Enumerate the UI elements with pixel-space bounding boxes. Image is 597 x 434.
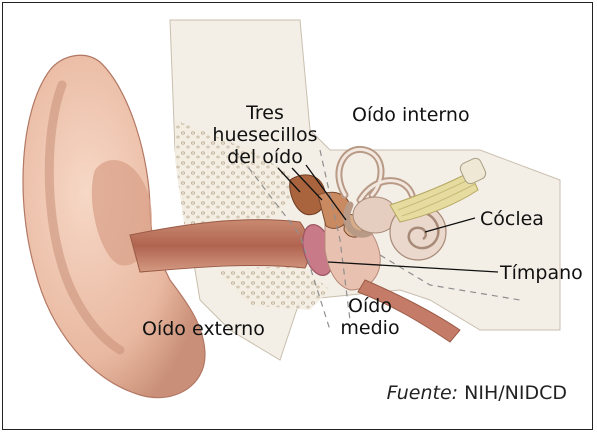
source-credit: Fuente: NIH/NIDCD [387,382,567,404]
outer-ear-label: Oído externo [142,318,265,340]
inner-ear-label: Oído interno [352,104,470,126]
ossicles-label: Tres huesecillos del oído [210,102,320,168]
source-name: NIH/NIDCD [464,382,567,404]
eardrum-label: Tímpano [500,262,583,284]
middle-ear-label-line-2: medio [330,317,410,339]
ossicles-label-line-3: del oído [210,146,320,168]
cochlea-label: Cóclea [480,208,544,230]
middle-ear-label-line-1: Oído [330,295,410,317]
source-prefix: Fuente: [387,382,458,404]
ear-canal [130,220,309,272]
ossicles-label-line-2: huesecillos [210,124,320,146]
ossicles-label-line-1: Tres [210,102,320,124]
middle-ear-label: Oído medio [330,295,410,339]
